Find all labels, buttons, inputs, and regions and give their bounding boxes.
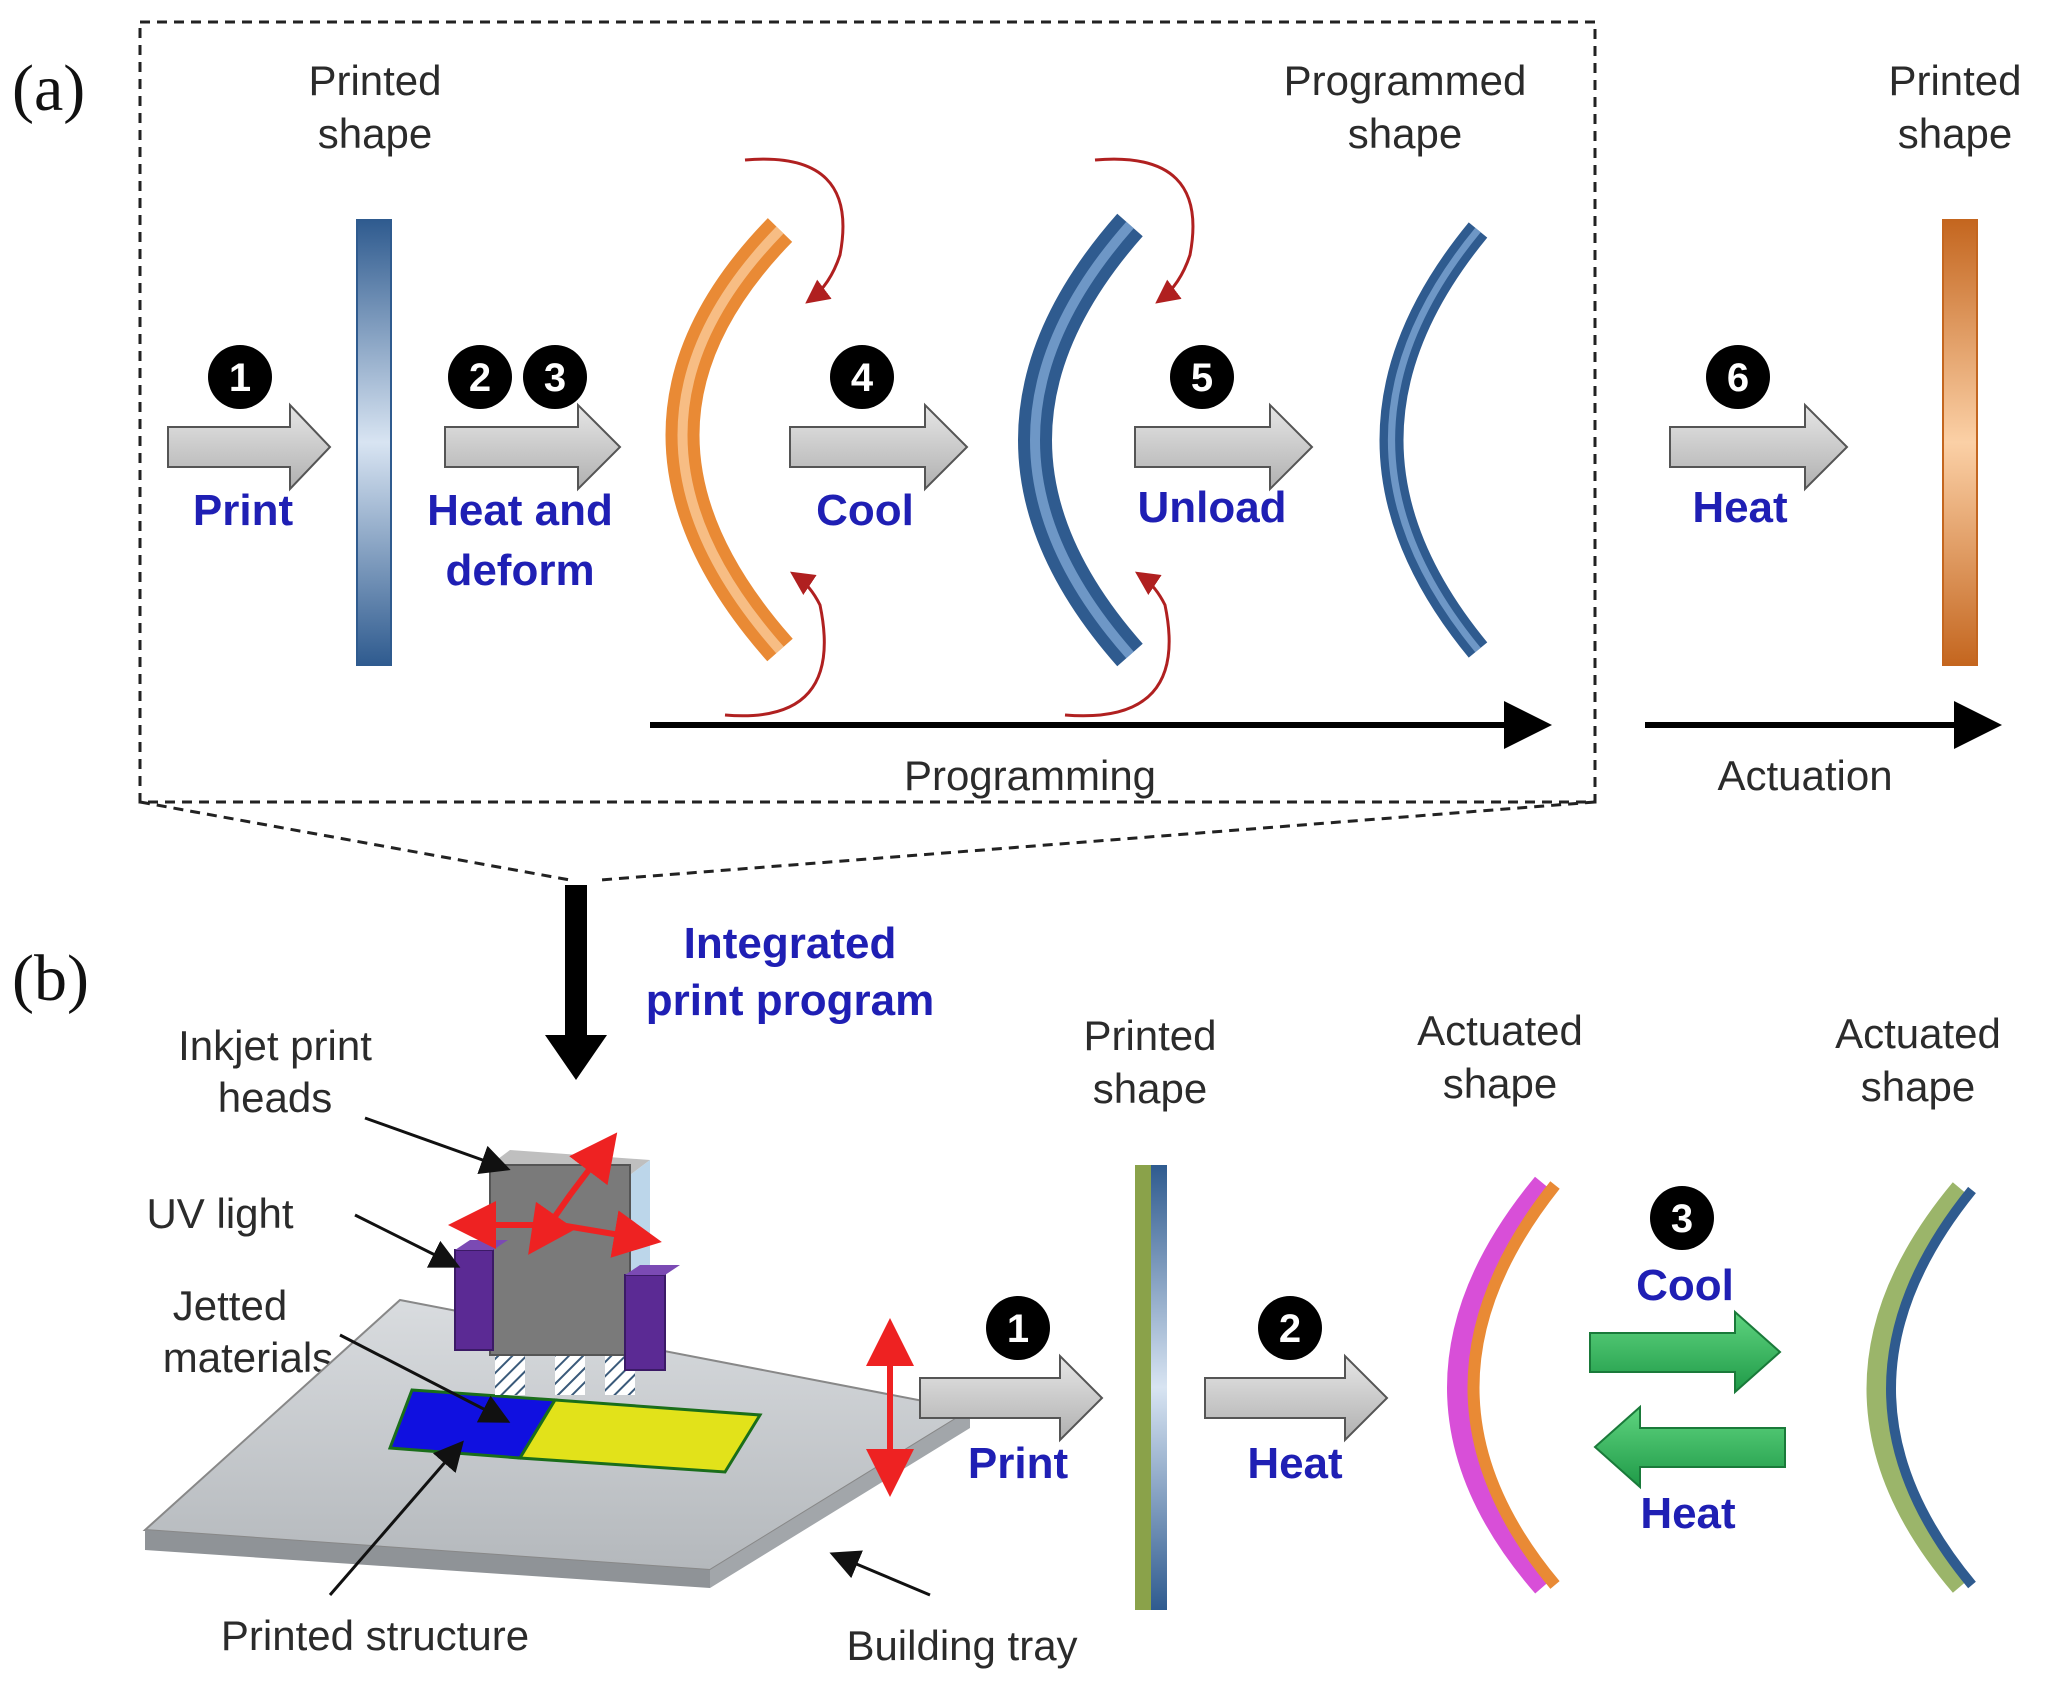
step-1-b: 1 [1007,1307,1029,1351]
step-markers-a: 1 2 3 4 5 6 [208,345,1770,409]
inkjet-line1: Inkjet print [178,1022,372,1069]
actuated-strip-2-layer1 [1866,1182,1972,1593]
callout-pointers [328,1116,931,1597]
printed-shape-b-line2: shape [1093,1065,1207,1112]
printed-strip-b-layer1 [1135,1165,1151,1610]
programmed-shape-line1: Programmed [1284,57,1527,104]
printed-shape-right-line1: Printed [1888,57,2021,104]
action-heat-b: Heat [1247,1439,1343,1488]
printed-shape-b-line1: Printed [1083,1012,1216,1059]
printed-structure-label: Printed structure [221,1612,529,1659]
step-3-a: 3 [544,356,566,400]
printed-shape-left-line2: shape [318,110,432,157]
jetted-line1: Jetted [173,1282,287,1329]
step-3-b: 3 [1671,1197,1693,1241]
action-cool-b: Cool [1636,1261,1734,1310]
building-tray-label: Building tray [846,1622,1077,1669]
step-markers-b: 1 2 3 [986,1186,1714,1360]
motion-arrows [448,1132,914,1497]
actuated-shape-1-line2: shape [1443,1060,1557,1107]
action-cool-a: Cool [816,486,914,535]
uv-light-left [454,1249,494,1351]
cool-green-arrow [1589,1309,1782,1395]
printed-shape-left-line1: Printed [308,57,441,104]
process-arrows-b [919,1353,1389,1443]
action-heat-deform-line2: deform [445,546,594,595]
uv-light-right [624,1274,666,1371]
uv-light-label: UV light [146,1190,293,1237]
panel-b-label: (b) [12,942,89,1015]
programming-dashed-box [138,20,1597,882]
actuated-strip-orange [1942,219,1978,666]
printed-shape-right-line2: shape [1898,110,2012,157]
inkjet-line2: heads [218,1074,332,1121]
process-arrows-a [167,402,1849,492]
action-print-b: Print [968,1439,1069,1488]
actuated-strip-1-layer2 [1467,1181,1560,1589]
printed-strip-b-layer2 [1151,1165,1167,1610]
integrated-down-arrow [565,885,587,1035]
action-unload-a: Unload [1137,483,1286,532]
actuation-label: Actuation [1717,752,1892,799]
heat-green-arrow [1593,1404,1786,1490]
integrated-line2: print program [646,976,934,1025]
programmed-shape-line2: shape [1348,110,1462,157]
printed-strip-blue [356,219,392,666]
actuated-strip-1-layer1 [1447,1176,1556,1594]
step-2-a: 2 [469,356,491,400]
jetted-line2: materials [163,1334,333,1381]
actuated-shape-2-line1: Actuated [1835,1010,2001,1057]
step-4-a: 4 [851,356,874,400]
actuated-shape-1-line1: Actuated [1417,1007,1583,1054]
integrated-line1: Integrated [684,919,897,968]
actuated-strip-2-layer2 [1886,1186,1976,1589]
actuated-shape-2-line2: shape [1861,1063,1975,1110]
step-5-a: 5 [1191,356,1213,400]
action-heat-deform-line1: Heat and [427,486,613,535]
action-heat-a: Heat [1692,483,1788,532]
action-heat-back-b: Heat [1640,1489,1736,1538]
force-arrows [724,157,1195,718]
step-6-a: 6 [1727,356,1749,400]
programming-label: Programming [904,752,1156,799]
panel-a-label: (a) [12,52,85,125]
step-2-b: 2 [1279,1307,1301,1351]
action-print-a: Print [193,486,294,535]
step-1-a: 1 [229,356,251,400]
printed-structure-yellow [517,1398,763,1474]
